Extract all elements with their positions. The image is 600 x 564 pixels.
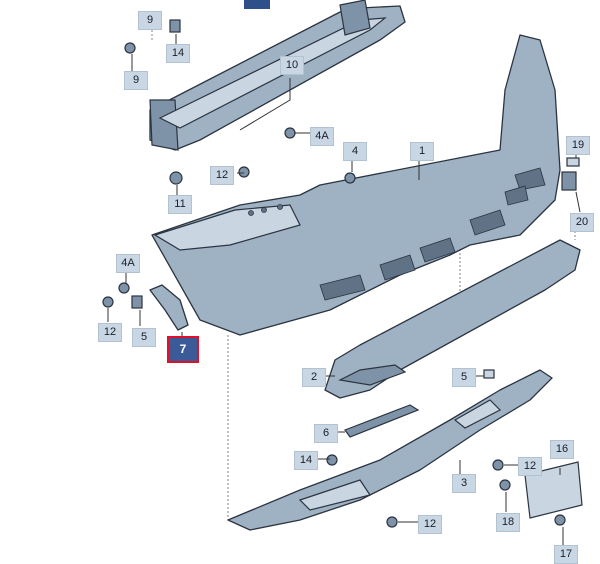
part-label-12[interactable]: 12 [518,457,542,476]
part-label-14[interactable]: 14 [294,451,318,470]
part-label-16[interactable]: 16 [550,440,574,459]
part-label-12[interactable]: 12 [98,323,122,342]
underbody-panel-part-3[interactable] [227,369,553,531]
part-label-2[interactable]: 2 [302,368,326,387]
diffuser-part-2[interactable] [324,239,581,399]
part-label-7-selected[interactable]: 7 [167,336,199,363]
part-label-1[interactable]: 1 [410,142,434,161]
part-label-18[interactable]: 18 [496,513,520,532]
part-label-9[interactable]: 9 [124,71,148,90]
part-label-4A[interactable]: 4A [310,127,334,146]
part-label-5[interactable]: 5 [452,368,476,387]
part-label-6[interactable]: 6 [314,424,338,443]
part-label-5[interactable]: 5 [132,328,156,347]
part-label-20[interactable]: 20 [570,213,594,232]
part-label-12[interactable]: 12 [418,515,442,534]
license-plate-part-16[interactable] [524,461,583,519]
part-label-11[interactable]: 11 [168,195,192,214]
part-label-9[interactable]: 9 [138,11,162,30]
part-label-10[interactable]: 10 [280,56,304,75]
fasteners [102,19,580,528]
bumper-cover-part-1[interactable] [151,34,561,336]
part-label-4[interactable]: 4 [343,142,367,161]
top-tab[interactable] [244,0,270,9]
trim-strip-part-6[interactable] [344,404,420,438]
part-label-19[interactable]: 19 [566,136,590,155]
part-label-4A[interactable]: 4A [116,254,140,273]
part-label-17[interactable]: 17 [554,545,578,564]
part-label-12[interactable]: 12 [210,166,234,185]
side-bracket-part-7[interactable] [149,284,189,331]
impact-bar-part-10[interactable] [149,0,406,151]
part-label-14[interactable]: 14 [166,44,190,63]
part-label-3[interactable]: 3 [452,474,476,493]
